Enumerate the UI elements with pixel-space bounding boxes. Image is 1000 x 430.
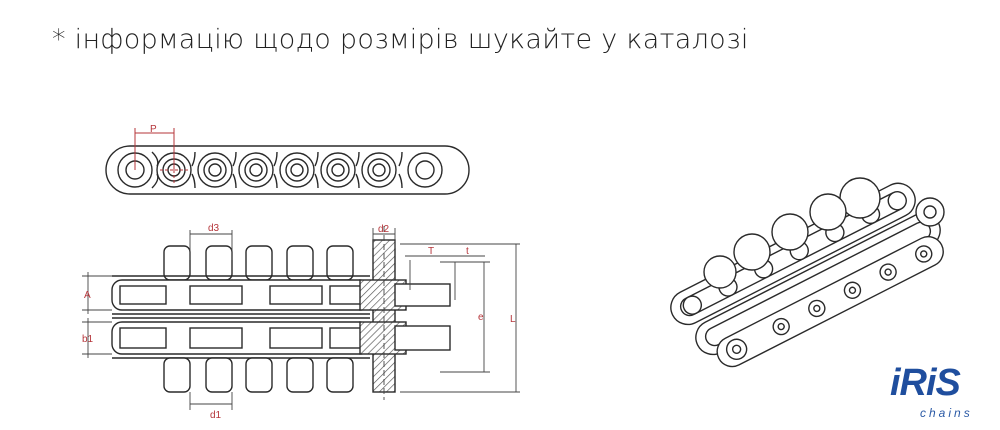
label-P: P xyxy=(150,124,157,135)
label-d3: d3 xyxy=(208,223,220,234)
plan-dimensions xyxy=(82,226,520,410)
chain-isometric-view xyxy=(670,177,945,368)
label-d2: d2 xyxy=(378,224,390,235)
brand-logo: iRiS chains xyxy=(890,362,990,424)
chain-side-view xyxy=(105,145,470,195)
label-e: e xyxy=(478,312,484,323)
label-A: A xyxy=(84,290,91,301)
label-d1: d1 xyxy=(210,410,222,421)
label-t: t xyxy=(466,246,469,257)
catalog-note: * інформацію щодо розмірів шукайте у кат… xyxy=(52,24,749,55)
logo-subtitle: chains xyxy=(920,406,973,420)
label-T: T xyxy=(428,246,434,257)
label-b1: b1 xyxy=(82,334,94,345)
pitch-dimension xyxy=(134,128,188,185)
label-L: L xyxy=(510,314,516,325)
logo-word: iRiS xyxy=(890,362,961,404)
chain-plan-view xyxy=(111,239,451,393)
